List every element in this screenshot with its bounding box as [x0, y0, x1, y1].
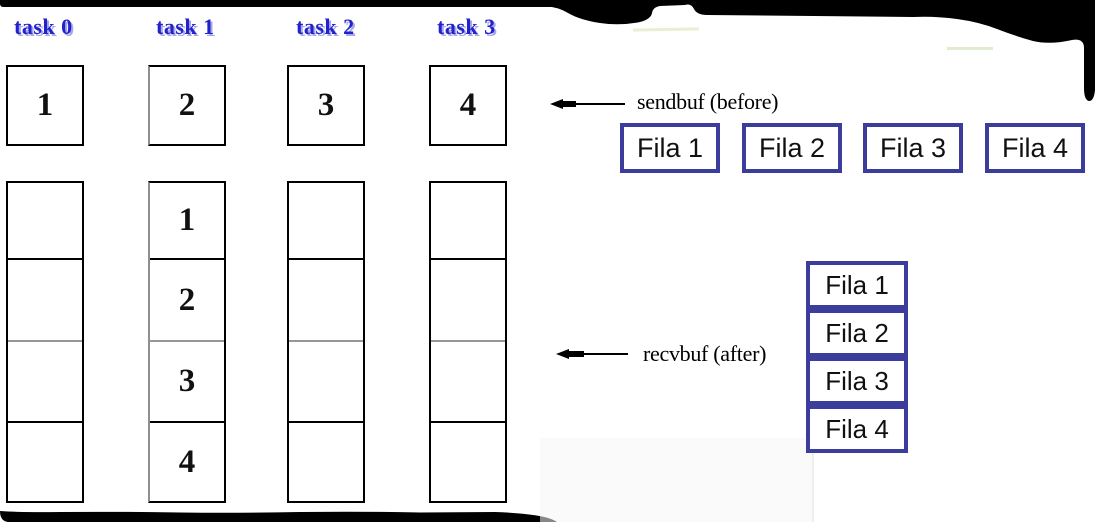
fila-stack-box-2: Fila 2 [806, 309, 908, 357]
recvbuf-column-task3 [429, 181, 507, 503]
sendbuf-arrow-icon [550, 99, 625, 109]
fila-row-box-2: Fila 2 [742, 123, 842, 173]
recvbuf-cell: 3 [150, 342, 224, 423]
sendbuf-box-task2: 3 [287, 65, 365, 146]
fila-stack-box-4: Fila 4 [806, 405, 908, 453]
scan-whiteout-patch [540, 438, 814, 522]
recvbuf-column-task2 [287, 181, 365, 503]
recvbuf-cell [8, 183, 82, 260]
recvbuf-cell [8, 342, 82, 423]
fila-row-box-1: Fila 1 [620, 123, 720, 173]
sendbuf-label: sendbuf (before) [637, 89, 779, 114]
recvbuf-column-task0 [6, 181, 84, 503]
recvbuf-cell: 2 [150, 260, 224, 342]
task-label-3: task 3 [437, 14, 496, 39]
recvbuf-cell [431, 260, 505, 342]
fila-stack-box-3: Fila 3 [806, 357, 908, 405]
recvbuf-arrow-icon [556, 349, 628, 359]
fila-stack-box-1: Fila 1 [806, 261, 908, 309]
recvbuf-cell: 1 [150, 183, 224, 260]
recvbuf-cell: 4 [178, 443, 196, 480]
scan-smudge-top-left [0, 0, 557, 7]
recvbuf-cell [289, 260, 363, 342]
scan-artifact-line-2 [947, 47, 993, 50]
task-label-2: task 2 [296, 14, 355, 39]
scan-smudge-top-right [545, 0, 1095, 101]
scan-artifact-line-1 [632, 27, 700, 32]
task-label-1: task 1 [156, 14, 215, 39]
sendbuf-box-task1: 2 [148, 65, 226, 146]
sendbuf-box-task3: 4 [429, 65, 507, 146]
recvbuf-cell [289, 183, 363, 260]
recvbuf-column-task1: 1 2 3 4 [148, 181, 226, 503]
recvbuf-cell [8, 260, 82, 342]
recvbuf-cell [289, 342, 363, 423]
recvbuf-cell [431, 183, 505, 260]
sendbuf-box-task0: 1 [6, 65, 84, 146]
fila-row-box-4: Fila 4 [985, 123, 1085, 173]
task-label-0: task 0 [14, 14, 73, 39]
recvbuf-cell [8, 423, 82, 501]
recvbuf-cell [289, 423, 363, 501]
recvbuf-label: recvbuf (after) [643, 341, 767, 366]
recvbuf-cell [431, 342, 505, 423]
fila-row-box-3: Fila 3 [863, 123, 963, 173]
recvbuf-cell [431, 423, 505, 501]
